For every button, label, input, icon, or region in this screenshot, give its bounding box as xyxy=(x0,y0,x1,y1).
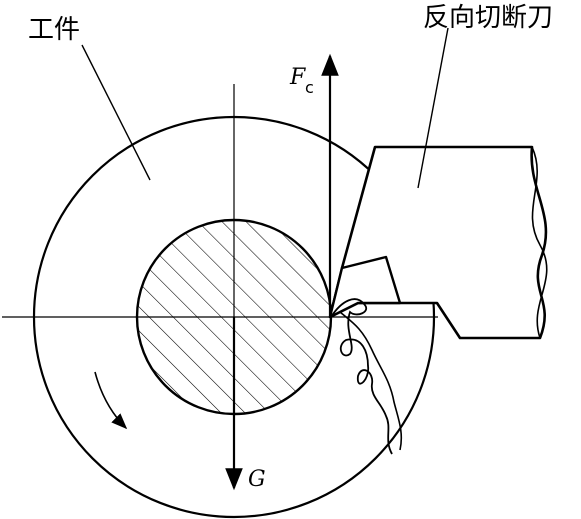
workpiece-label: 工件 xyxy=(28,15,80,45)
force-symbol: F xyxy=(289,65,306,90)
cutter-wavy-edge xyxy=(531,146,548,339)
cutter-insert xyxy=(328,255,402,319)
force-subscript: c xyxy=(305,78,314,97)
reverse-cutter-label: 反向切断刀 xyxy=(423,3,553,33)
chip-curl-secondary xyxy=(339,311,403,451)
gravity-symbol: G xyxy=(248,467,266,492)
chip-curl xyxy=(330,298,393,455)
cutter-leader-line xyxy=(417,27,449,189)
rotation-arrow xyxy=(94,371,128,430)
reverse-cutter-body xyxy=(328,145,548,340)
workpiece-leader-line xyxy=(81,44,151,181)
